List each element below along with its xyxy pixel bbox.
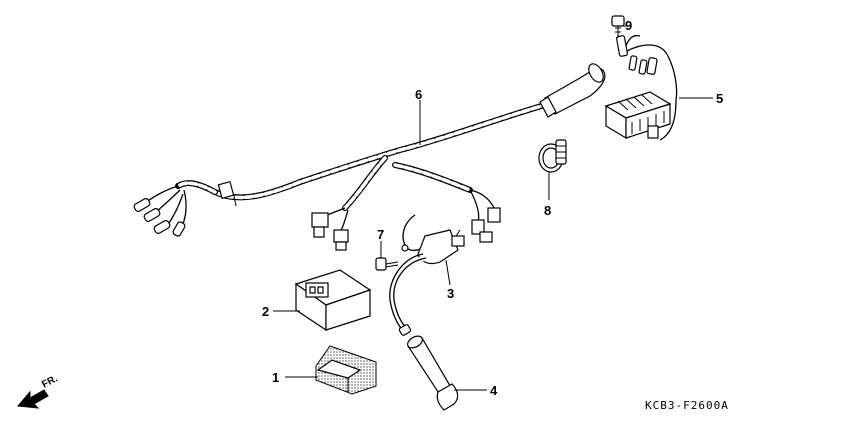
small-bolt-part bbox=[611, 15, 625, 38]
ignition-coil-part bbox=[389, 214, 465, 336]
callout-6: 6 bbox=[415, 87, 422, 102]
diagram-code: KCB3-F2600A bbox=[645, 399, 729, 412]
front-label: FR. bbox=[40, 373, 60, 390]
band-clamp-part bbox=[538, 139, 567, 173]
cdi-unit-part bbox=[294, 269, 372, 332]
callout-3: 3 bbox=[447, 286, 454, 301]
spark-plug-cap-part bbox=[407, 335, 459, 411]
callout-2: 2 bbox=[262, 304, 269, 319]
callout-9: 9 bbox=[625, 18, 632, 33]
callout-1: 1 bbox=[272, 370, 279, 385]
front-direction-indicator: FR. bbox=[16, 373, 60, 409]
callout-5: 5 bbox=[716, 91, 723, 106]
regulator-rectifier-part bbox=[604, 34, 678, 141]
rubber-mount-part bbox=[315, 345, 377, 395]
callout-8: 8 bbox=[544, 203, 551, 218]
leader-lines bbox=[273, 25, 713, 391]
bolt-part bbox=[375, 257, 399, 271]
front-arrow-icon bbox=[16, 389, 49, 409]
callout-4: 4 bbox=[490, 383, 498, 398]
callout-7: 7 bbox=[377, 227, 384, 242]
wire-harness-part bbox=[133, 63, 606, 251]
